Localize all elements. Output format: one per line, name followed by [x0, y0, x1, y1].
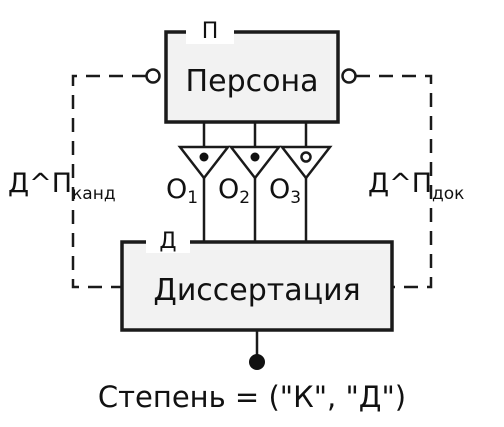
link-marker-3 — [279, 145, 333, 181]
right-role-connector — [356, 74, 433, 289]
left-role-connector — [71, 74, 146, 289]
dissertation-entity[interactable]: Д Диссертация — [120, 229, 394, 332]
link-marker-2 — [228, 145, 282, 181]
person-tag-gap — [186, 22, 234, 44]
person-entity[interactable]: П Персона — [164, 19, 340, 124]
left-role-open-circle — [145, 68, 161, 84]
person-entity-name: Персона — [186, 64, 319, 99]
link-label-1: О1 — [166, 174, 198, 208]
right-role-label: Д^Пдок — [368, 168, 464, 204]
link-label-3: О3 — [269, 174, 301, 208]
person-entity-tag: П — [202, 19, 219, 44]
dissertation-entity-name: Диссертация — [153, 273, 360, 308]
right-role-open-circle — [341, 68, 357, 84]
dissertation-tag-gap — [146, 231, 190, 253]
attribute-label: Степень = ("К", "Д") — [98, 380, 406, 414]
dissertation-entity-tag: Д — [159, 229, 176, 254]
person-entity-box — [164, 30, 340, 124]
link-label-2: О2 — [218, 174, 250, 208]
dissertation-entity-box — [120, 240, 394, 332]
attribute-dot — [249, 354, 265, 370]
link-marker-1 — [177, 145, 231, 181]
left-role-label: Д^Пканд — [8, 168, 116, 204]
